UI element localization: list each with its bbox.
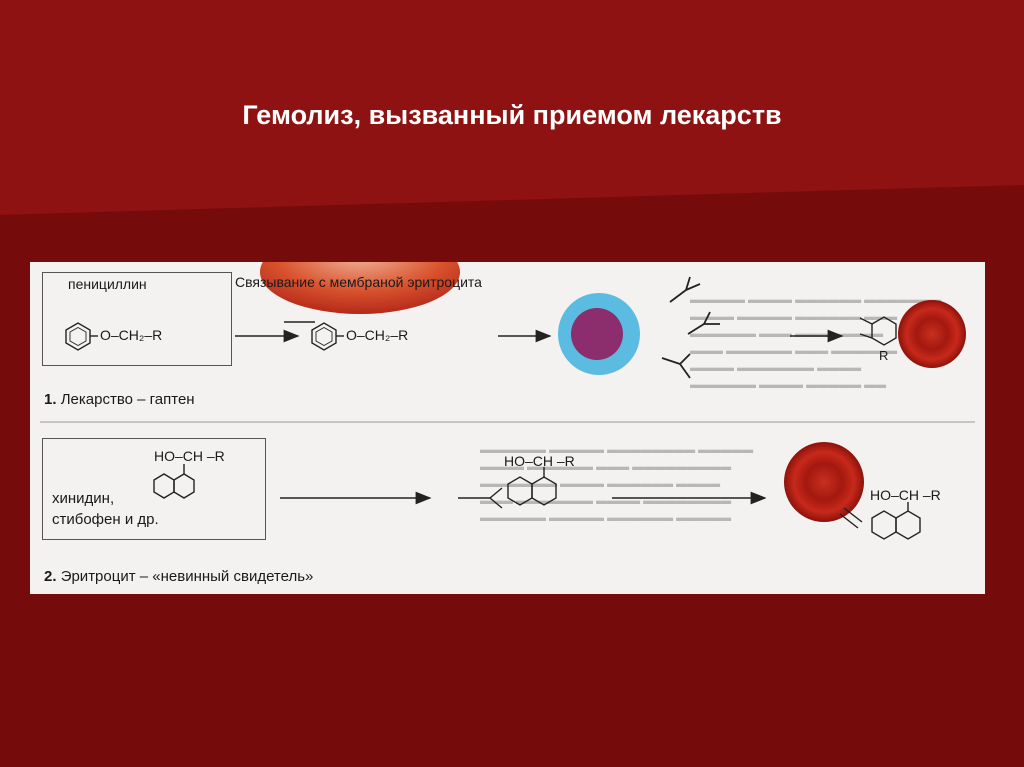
panel1-caption-text: Лекарство – гаптен [60,391,195,408]
diagram-graphics [40,262,975,540]
slide-title: Гемолиз, вызванный приемом лекарств [242,100,782,130]
panel1-caption-num: 1. [44,391,57,408]
panel1-caption: 1. Лекарство – гаптен [44,391,195,408]
drug-name-line2: стибофен и др. [52,511,159,528]
formula-side-r: R [879,348,889,363]
naphthalene-right [839,502,921,540]
background-text-lines: ▬▬▬▬▬ ▬▬▬▬ ▬▬▬▬▬▬ ▬▬▬▬▬▬▬▬▬▬▬ ▬▬▬▬▬ ▬▬▬▬… [690,294,942,391]
panel1-heading: Связывание с мембраной эритроцита [235,274,482,290]
panel2-drug-box [42,438,266,540]
hapten-complex [859,316,897,346]
rbc-panel2 [784,442,864,522]
benzene-ring-left [65,322,98,351]
panel1-drug-box [42,272,232,366]
naphthalene-top [153,464,195,499]
formula-top: HO–CH –R [154,448,225,464]
rbc-top-partial [260,262,460,314]
drug-name-penicillin: пенициллин [68,276,147,292]
drug-name-line1: хинидин, [52,490,115,507]
benzene-ring-right [284,321,344,351]
diagram-figure: ▬▬▬▬▬ ▬▬▬▬ ▬▬▬▬▬▬ ▬▬▬▬▬▬▬▬▬▬▬ ▬▬▬▬▬ ▬▬▬▬… [30,262,985,594]
panel2-caption-num: 2. [44,568,57,585]
background-text-lines-lower: ▬▬▬▬▬▬ ▬▬▬▬▬ ▬▬▬▬▬▬▬▬ ▬▬▬▬▬▬▬▬▬ ▬▬▬▬▬▬ ▬… [480,444,754,524]
antibodies [661,276,720,379]
formula-right: O–CH₂–R [346,327,409,343]
purple-nucleus [571,308,623,360]
formula-mid: HO–CH –R [504,453,575,469]
formula-right-panel2: HO–CH –R [870,487,941,503]
rbc-panel1 [898,300,966,368]
panel2-caption: 2. Эритроцит – «невинный свидетель» [44,568,313,585]
formula-left: O–CH₂–R [100,327,163,343]
naphthalene-mid [458,467,557,509]
panel2-caption-text: Эритроцит – «невинный свидетель» [60,568,314,585]
